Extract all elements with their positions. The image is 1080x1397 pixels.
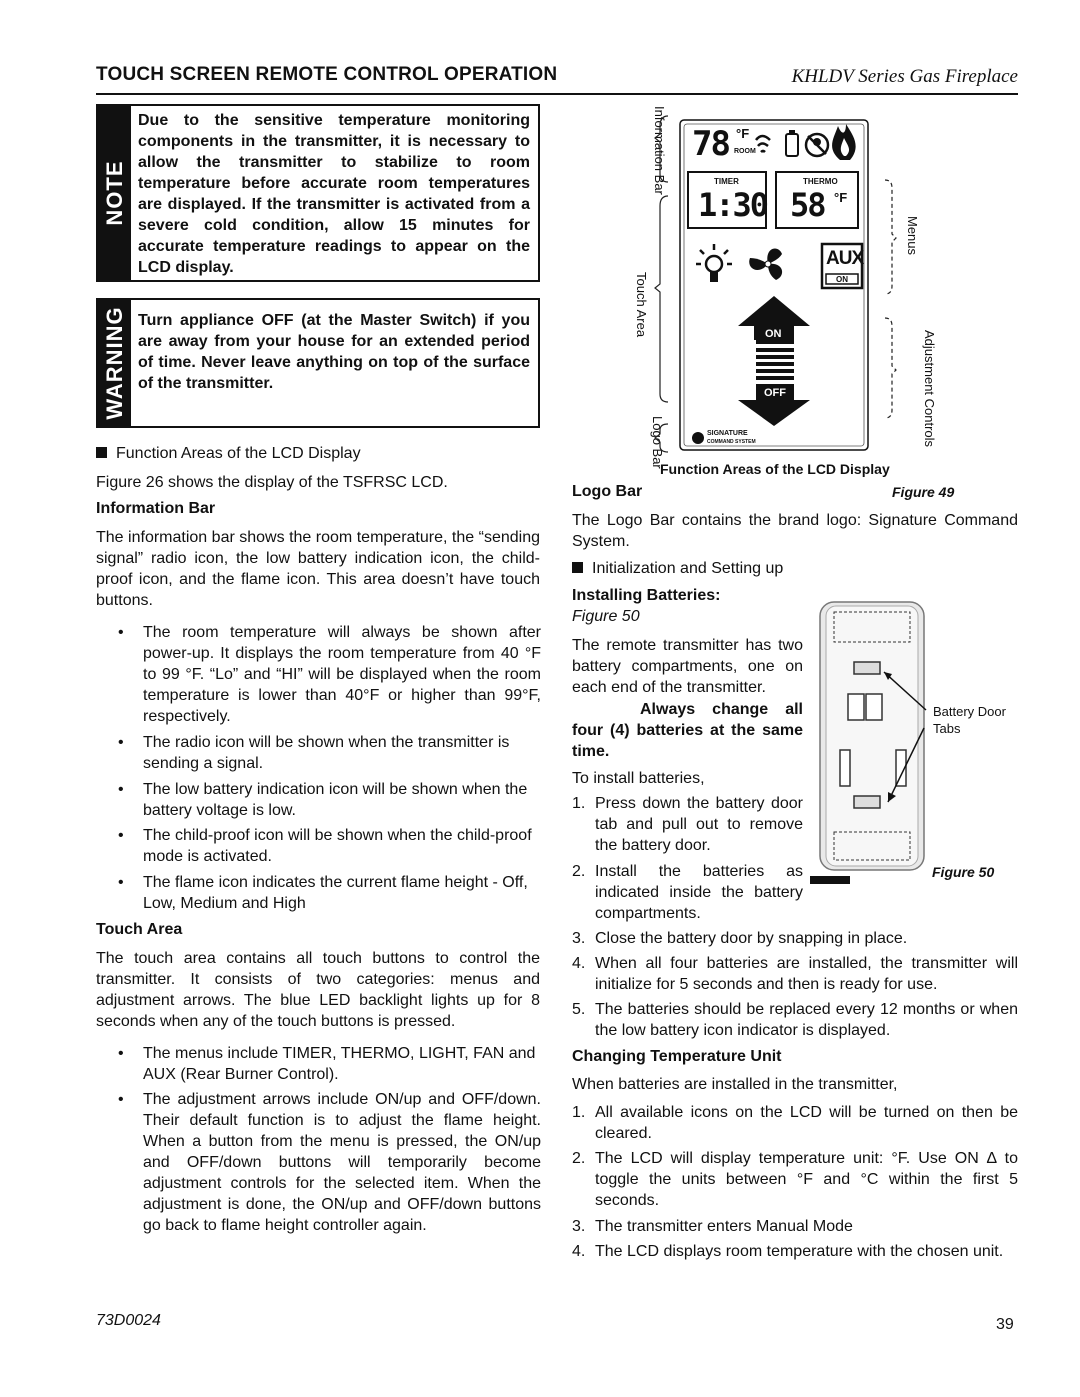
figure-50-label: Figure 50 [932,864,995,880]
thermo-value: 58 [790,186,827,224]
lcd-diagram [654,115,897,453]
installing-lead: To install batteries, [572,770,705,787]
transmitter-back-diagram [810,601,927,884]
battery-figure: Battery Door Tabs Figure 50 [806,600,1026,890]
off-button[interactable]: OFF [764,387,786,399]
note-label: NOTE [98,106,131,280]
note-text: Due to the sensitive temperature monitor… [138,112,530,276]
radio-icon [755,134,771,153]
logo-bar-body: The Logo Bar contains the brand logo: Si… [572,512,1018,550]
section-bullet-function-areas: Function Areas of the LCD Display [96,443,361,464]
child-proof-icon [804,132,830,158]
room-label: ROOM [734,148,756,155]
warning-label: WARNING [98,300,131,426]
square-bullet-icon [96,447,107,458]
installing-bold-note: Always change all four (4) batteries at … [572,701,803,760]
logo-text: SIGNATURE COMMAND SYSTEM [707,430,756,445]
battery-door-tabs-label: Battery Door Tabs [933,704,1006,736]
header-rule [96,93,1018,95]
init-bullet: Initialization and Setting up [572,558,783,579]
warning-text: Turn appliance OFF (at the Master Switch… [138,312,530,392]
square-bullet-icon [572,562,583,573]
installing-body: The remote transmitter has two battery c… [572,637,803,696]
aux-button[interactable]: AUX [826,248,864,269]
series-title: KHLDV Series Gas Fireplace [791,66,1018,87]
thermo-label[interactable]: THERMO [803,177,838,186]
logo-bar-heading: Logo Bar [572,483,643,500]
room-temp-unit: °F [736,126,750,141]
changing-lead: When batteries are installed in the tran… [572,1076,898,1093]
touch-area-heading: Touch Area [96,921,183,938]
page-number: 39 [996,1316,1014,1333]
info-bar-body: The information bar shows the room tempe… [96,529,540,609]
info-bar-heading: Information Bar [96,500,216,517]
off-down-arrow-icon [738,400,810,426]
page-title: TOUCH SCREEN REMOTE CONTROL OPERATION [96,64,558,85]
lcd-figure: Information Bar Touch Area Logo Bar Menu… [600,104,1020,469]
room-temp-value: 78 [692,124,731,164]
aux-on-label: ON [836,275,848,284]
note-box: NOTE Due to the sensitive temperature mo… [96,104,540,282]
changing-heading: Changing Temperature Unit [572,1048,782,1065]
figure-49-caption: Function Areas of the LCD Display [660,461,890,477]
warning-box: WARNING Turn appliance OFF (at the Maste… [96,298,540,428]
installing-heading: Installing Batteries: [572,587,721,604]
signature-logo-icon [692,432,704,444]
touch-area-body: The touch area contains all touch button… [96,950,540,1030]
thermo-unit: °F [834,190,848,205]
doc-code: 73D0024 [96,1312,161,1329]
fan-icon [749,248,783,280]
figure-49-label: Figure 49 [892,484,955,500]
timer-value: 1:30 [698,186,769,224]
intro-text: Figure 26 shows the display of the TSFRS… [96,474,448,491]
timer-label[interactable]: TIMER [714,177,739,186]
installing-figure-ref: Figure 50 [572,608,640,625]
on-button[interactable]: ON [765,328,782,340]
